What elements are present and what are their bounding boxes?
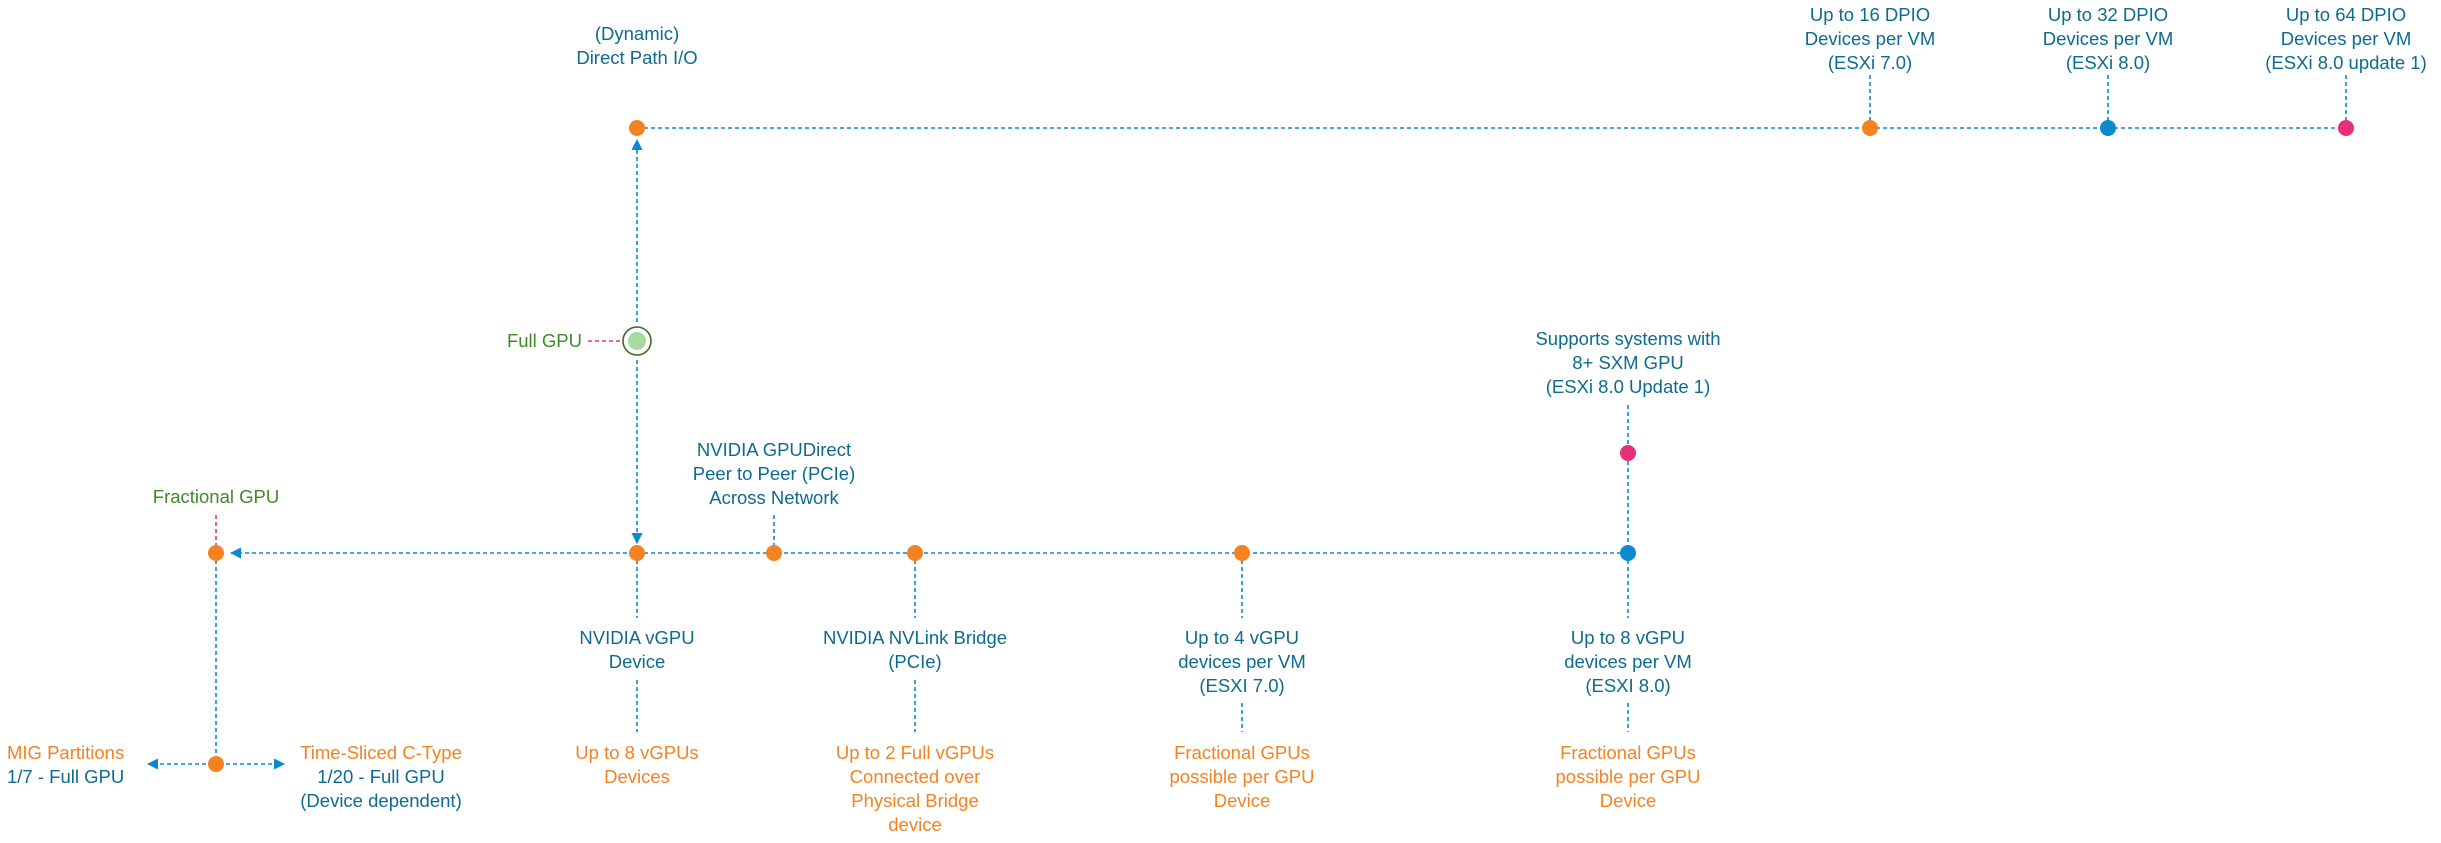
full-gpu-node [628,332,646,350]
vgpu-device-label: NVIDIA vGPU Device [579,626,694,674]
up-to-8-vgpus-label: Up to 8 vGPUs Devices [575,741,698,789]
up-to-2-full-line-1: Up to 2 Full vGPUs [835,742,995,763]
time-sliced-line-3: (Device dependent) [300,790,462,811]
up-to-2-full-line-2: Connected over [849,766,981,787]
dpio-32-line-1: Up to 32 DPIO [2047,4,2169,25]
up-to-2-full-line-4: device [888,814,942,835]
dpio-16-line-3: (ESXi 7.0) [1827,52,1913,73]
dpio-16-label: Up to 16 DPIO Devices per VM (ESXi 7.0) [1805,3,1936,75]
sxm-line-2: 8+ SXM GPU [1572,352,1684,373]
gpudirect-node [766,545,782,561]
vgpu-device-node [629,545,645,561]
sxm-line-3: (ESXi 8.0 Update 1) [1545,376,1711,397]
gpudirect-label: NVIDIA GPUDirect Peer to Peer (PCIe) Acr… [693,438,855,510]
fractional-8-line-2: possible per GPU [1555,766,1701,787]
vgpu-8-line-1: Up to 8 vGPU [1570,627,1686,648]
vgpu-4-line-2: devices per VM [1178,651,1306,672]
time-sliced-line-1: Time-Sliced C-Type [300,742,462,763]
fractional-gpu-node [208,545,224,561]
mig-line-2: 1/7 - Full GPU [7,766,125,787]
dpio-32-line-2: Devices per VM [2042,28,2174,49]
fractional-8-line-3: Device [1599,790,1657,811]
dpio-64-node [2338,120,2354,136]
dpio-64-line-1: Up to 64 DPIO [2285,4,2407,25]
up-to-8-vgpus-line-2: Devices [604,766,670,787]
nvlink-node [907,545,923,561]
fractional-gpu-label: Fractional GPU [152,486,280,507]
nvlink-label: NVIDIA NVLink Bridge (PCIe) [823,626,1007,674]
time-sliced-line-2: 1/20 - Full GPU [317,766,445,787]
mig-line-1: MIG Partitions [7,742,125,763]
direct-path-line-2: Direct Path I/O [576,47,698,68]
fractional-split-node [208,756,224,772]
fractional-4-line-1: Fractional GPUs [1174,742,1310,763]
sxm-node [1620,445,1636,461]
sxm-line-1: Supports systems with [1535,328,1721,349]
vgpu-4-label: Up to 4 vGPU devices per VM (ESXI 7.0) [1178,626,1306,698]
dpio-32-label: Up to 32 DPIO Devices per VM (ESXi 8.0) [2043,3,2174,75]
vgpu-8-node [1620,545,1636,561]
time-sliced-label: Time-Sliced C-Type 1/20 - Full GPU (Devi… [300,741,462,813]
vgpu-4-line-1: Up to 4 vGPU [1184,627,1300,648]
nvlink-line-2: (PCIe) [888,651,942,672]
vgpu-8-label: Up to 8 vGPU devices per VM (ESXI 8.0) [1564,626,1692,698]
vgpu-4-line-3: (ESXI 7.0) [1199,675,1285,696]
vgpu-8-line-3: (ESXI 8.0) [1585,675,1671,696]
up-to-2-full-label: Up to 2 Full vGPUs Connected over Physic… [836,741,994,837]
gpudirect-line-3: Across Network [709,487,839,508]
fractional-8-label: Fractional GPUs possible per GPU Device [1556,741,1701,813]
direct-path-label: (Dynamic) Direct Path I/O [576,22,697,70]
dpio-64-line-3: (ESXi 8.0 update 1) [2265,52,2427,73]
full-gpu-label: Full GPU [506,330,582,351]
fractional-8-line-1: Fractional GPUs [1560,742,1696,763]
fractional-4-label: Fractional GPUs possible per GPU Device [1170,741,1315,813]
dpio-16-line-1: Up to 16 DPIO [1809,4,1931,25]
sxm-label: Supports systems with 8+ SXM GPU (ESXi 8… [1535,327,1720,399]
dpio-16-line-2: Devices per VM [1804,28,1936,49]
gpudirect-line-1: NVIDIA GPUDirect [696,439,852,460]
gpudirect-line-2: Peer to Peer (PCIe) [692,463,856,484]
up-to-2-full-line-3: Physical Bridge [851,790,979,811]
fractional-4-line-3: Device [1213,790,1271,811]
direct-path-node [629,120,645,136]
dpio-16-node [1862,120,1878,136]
vgpu-8-line-2: devices per VM [1564,651,1692,672]
fractional-4-line-2: possible per GPU [1169,766,1315,787]
dpio-32-node [2100,120,2116,136]
vgpu-device-line-1: NVIDIA vGPU [579,627,695,648]
nvlink-line-1: NVIDIA NVLink Bridge [822,627,1008,648]
mig-label: MIG Partitions 1/7 - Full GPU [7,741,124,789]
dpio-32-line-3: (ESXi 8.0) [2065,52,2151,73]
direct-path-line-1: (Dynamic) [594,23,680,44]
vgpu-4-node [1234,545,1250,561]
dpio-64-line-2: Devices per VM [2280,28,2412,49]
dpio-64-label: Up to 64 DPIO Devices per VM (ESXi 8.0 u… [2265,3,2426,75]
up-to-8-vgpus-line-1: Up to 8 vGPUs [575,742,699,763]
vgpu-device-line-2: Device [608,651,666,672]
